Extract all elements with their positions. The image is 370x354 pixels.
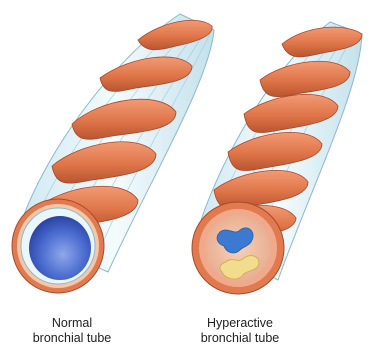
normal-caption-line1: Normal — [2, 316, 142, 331]
hyperactive-tube-caption: Hyperactive bronchial tube — [170, 316, 310, 346]
hyperactive-tube-opening — [192, 202, 284, 294]
hyperactive-bronchial-tube — [192, 22, 362, 294]
normal-bronchial-tube — [12, 14, 214, 293]
normal-caption-line2: bronchial tube — [2, 331, 142, 346]
hyperactive-caption-line2: bronchial tube — [170, 331, 310, 346]
normal-tube-caption: Normal bronchial tube — [2, 316, 142, 346]
normal-tube-opening — [12, 199, 104, 293]
hyperactive-caption-line1: Hyperactive — [170, 316, 310, 331]
